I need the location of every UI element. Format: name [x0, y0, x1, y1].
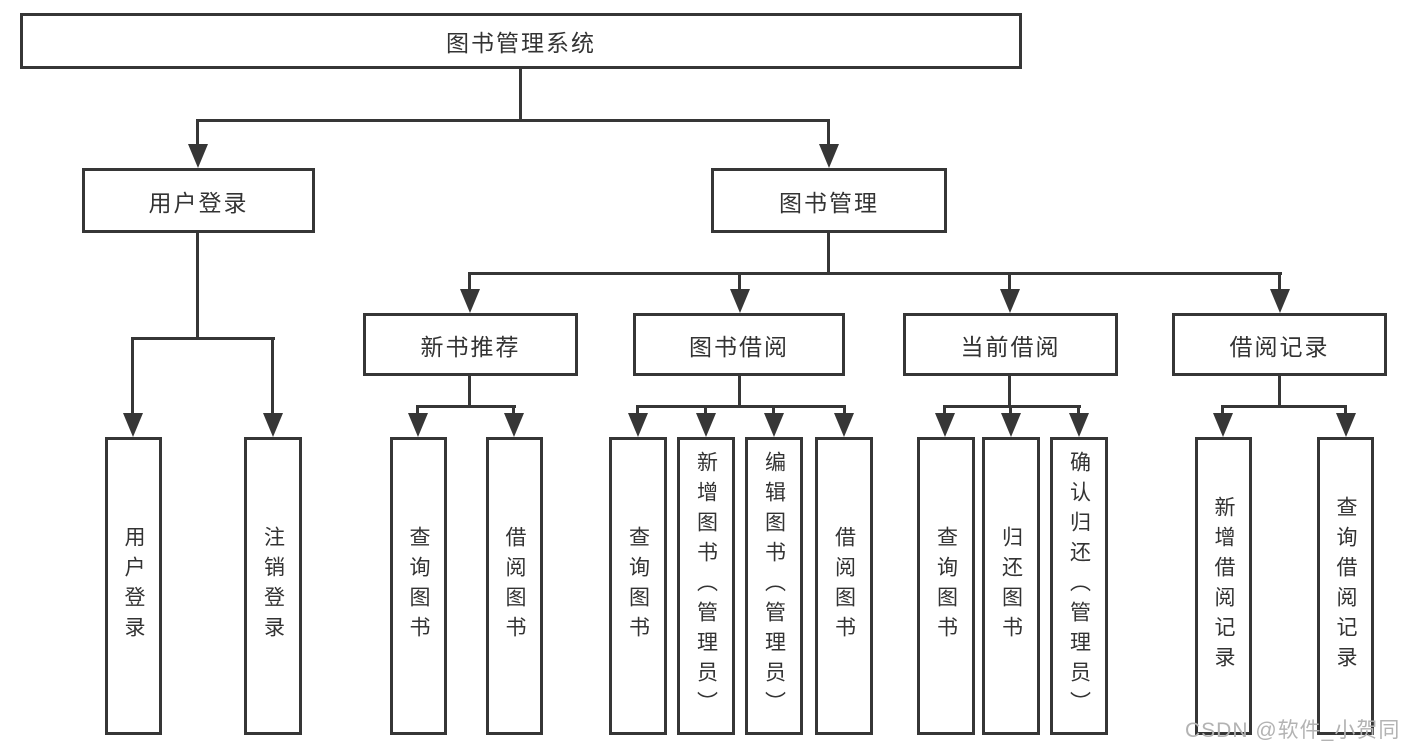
leaf-current-confirm-return-admin: 确认归还（管理员）: [1050, 437, 1108, 735]
connector-line: [1009, 405, 1012, 417]
connector-line: [1008, 376, 1011, 408]
connector-line: [416, 405, 419, 417]
connector-arrowhead: [730, 289, 750, 313]
connector-line: [196, 119, 199, 148]
connector-line: [843, 405, 846, 417]
connector-line: [468, 376, 471, 408]
connector-line: [636, 405, 846, 408]
leaf-recommend-query-books: 查询图书: [390, 437, 447, 735]
connector-arrowhead: [504, 413, 524, 437]
connector-line: [827, 119, 830, 148]
node-borrow-records: 借阅记录: [1172, 313, 1387, 376]
connector-arrowhead: [263, 413, 283, 437]
connector-line: [416, 405, 516, 408]
connector-line: [943, 405, 946, 417]
connector-arrowhead: [460, 289, 480, 313]
connector-line: [271, 337, 274, 415]
connector-line: [738, 376, 741, 408]
connector-line: [1278, 376, 1281, 408]
connector-line: [943, 405, 1081, 408]
leaf-current-query-books: 查询图书: [917, 437, 975, 735]
leaf-current-return-books: 归还图书: [982, 437, 1040, 735]
connector-line: [827, 233, 830, 275]
connector-arrowhead: [123, 413, 143, 437]
connector-line: [196, 119, 830, 122]
connector-arrowhead: [1069, 413, 1089, 437]
connector-line: [131, 337, 134, 415]
leaf-recommend-borrow-books: 借阅图书: [486, 437, 543, 735]
connector-arrowhead: [1001, 413, 1021, 437]
connector-line: [1221, 405, 1347, 408]
connector-line: [468, 272, 1282, 275]
connector-arrowhead: [1000, 289, 1020, 313]
leaf-borrowing-edit-books-admin: 编辑图书（管理员）: [745, 437, 803, 735]
connector-arrowhead: [935, 413, 955, 437]
connector-line: [704, 405, 707, 417]
connector-arrowhead: [819, 144, 839, 168]
connector-line: [519, 69, 522, 122]
leaf-records-query-borrow-record: 查询借阅记录: [1317, 437, 1374, 735]
connector-arrowhead: [628, 413, 648, 437]
node-user-login: 用户登录: [82, 168, 315, 233]
leaf-records-add-borrow-record: 新增借阅记录: [1195, 437, 1252, 735]
connector-arrowhead: [1270, 289, 1290, 313]
node-new-book-recommend: 新书推荐: [363, 313, 578, 376]
node-book-management: 图书管理: [711, 168, 947, 233]
connector-line: [131, 337, 275, 340]
connector-arrowhead: [1213, 413, 1233, 437]
connector-line: [1344, 405, 1347, 417]
connector-line: [772, 405, 775, 417]
leaf-borrowing-query-books: 查询图书: [609, 437, 667, 735]
connector-line: [196, 233, 199, 340]
connector-arrowhead: [1336, 413, 1356, 437]
connector-arrowhead: [408, 413, 428, 437]
connector-line: [738, 272, 741, 292]
connector-line: [636, 405, 639, 417]
connector-arrowhead: [188, 144, 208, 168]
node-library-management-system: 图书管理系统: [20, 13, 1022, 69]
leaf-logout: 注销登录: [244, 437, 302, 735]
leaf-borrowing-borrow-books: 借阅图书: [815, 437, 873, 735]
leaf-borrowing-add-books-admin: 新增图书（管理员）: [677, 437, 735, 735]
connector-arrowhead: [764, 413, 784, 437]
leaf-user-login: 用户登录: [105, 437, 162, 735]
connector-line: [1008, 272, 1011, 292]
node-book-borrowing: 图书借阅: [633, 313, 845, 376]
connector-line: [468, 272, 471, 292]
connector-line: [1221, 405, 1224, 417]
connector-arrowhead: [834, 413, 854, 437]
connector-line: [1278, 272, 1281, 292]
connector-line: [1077, 405, 1080, 417]
csdn-watermark: CSDN @软件_小贺同学: [1185, 719, 1401, 742]
connector-arrowhead: [696, 413, 716, 437]
connector-line: [512, 405, 515, 417]
node-current-borrowing: 当前借阅: [903, 313, 1118, 376]
